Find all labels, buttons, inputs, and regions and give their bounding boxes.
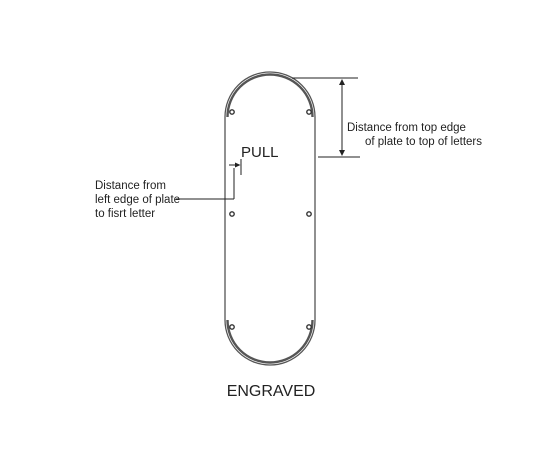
left-distance-dimension xyxy=(176,159,242,200)
screw-hole xyxy=(306,109,312,115)
screw-hole xyxy=(306,211,312,217)
top-dimension-arrow-down xyxy=(339,150,345,156)
left-distance-label-line1: Distance from xyxy=(95,180,166,192)
plate-top-edge-shadow xyxy=(226,73,314,118)
screw-hole xyxy=(306,324,312,330)
plate-bottom-edge-shadow xyxy=(226,319,314,364)
screw-hole xyxy=(229,324,235,330)
plate-text: PULL xyxy=(241,144,279,161)
screw-hole xyxy=(229,211,235,217)
diagram-caption: ENGRAVED xyxy=(227,383,316,400)
left-distance-label-line2: left edge of plate xyxy=(95,194,180,206)
left-distance-label-line3: to fisrt letter xyxy=(95,208,155,220)
top-distance-label-line2: of plate to top of letters xyxy=(365,136,482,148)
top-distance-label-line1: Distance from top edge xyxy=(347,122,466,134)
top-distance-dimension xyxy=(292,77,360,158)
push-plate: PULL xyxy=(224,71,316,366)
left-dimension-arrow xyxy=(235,162,241,168)
plate-outline xyxy=(224,71,316,366)
screw-holes xyxy=(229,109,312,330)
top-dimension-arrow-up xyxy=(339,79,345,85)
screw-hole xyxy=(229,109,235,115)
